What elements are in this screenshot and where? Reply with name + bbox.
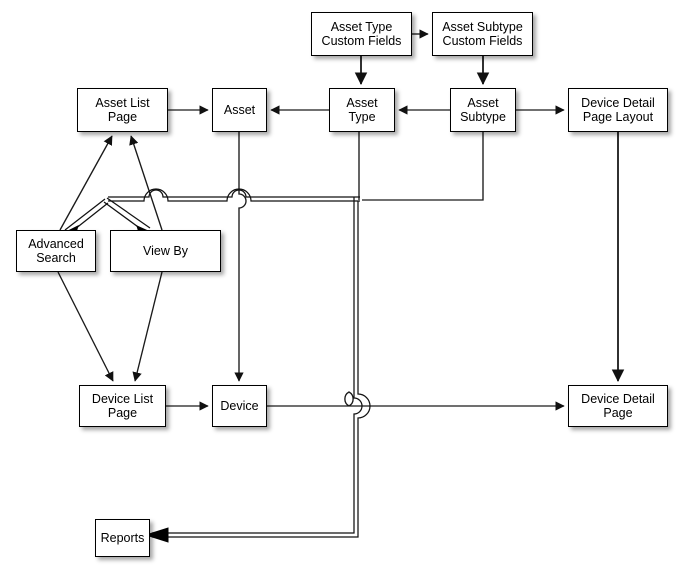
node-device-list-page[interactable]: Device List Page xyxy=(79,385,166,427)
node-asset-subtype[interactable]: Asset Subtype xyxy=(450,88,516,132)
edge-bus-to-view-by-a xyxy=(106,197,151,229)
node-device-detail-page-layout[interactable]: Device Detail Page Layout xyxy=(568,88,668,132)
edge-advanced-search-to-device-list-page xyxy=(57,271,114,382)
edge-device-to-device-detail-page xyxy=(267,391,565,411)
edge-view-by-to-asset-list-page xyxy=(129,135,163,231)
edge-bus-horizontal-top xyxy=(108,189,360,198)
edge-asset-to-device xyxy=(234,132,247,382)
edge-bus-to-advanced-search-a xyxy=(64,198,106,231)
node-asset-type[interactable]: Asset Type xyxy=(329,88,395,132)
edge-view-by-to-device-list-page xyxy=(132,271,163,382)
node-asset[interactable]: Asset xyxy=(212,88,267,132)
node-view-by[interactable]: View By xyxy=(110,230,221,272)
node-asset-list-page[interactable]: Asset List Page xyxy=(77,88,168,132)
node-reports[interactable]: Reports xyxy=(95,519,150,557)
edge-bus-to-advanced-search-b xyxy=(69,202,109,234)
edge-bus-horizontal-bottom xyxy=(108,188,360,202)
node-asset-subtype-custom-fields[interactable]: Asset Subtype Custom Fields xyxy=(432,12,533,56)
edge-asset-subtype-to-bus xyxy=(362,132,484,201)
edge-bus-to-view-by-b xyxy=(103,201,146,233)
node-asset-type-custom-fields[interactable]: Asset Type Custom Fields xyxy=(311,12,412,56)
edge-advanced-search-to-asset-list-page xyxy=(59,135,113,231)
node-advanced-search[interactable]: Advanced Search xyxy=(16,230,96,272)
node-device[interactable]: Device xyxy=(212,385,267,427)
node-device-detail-page[interactable]: Device Detail Page xyxy=(568,385,668,427)
